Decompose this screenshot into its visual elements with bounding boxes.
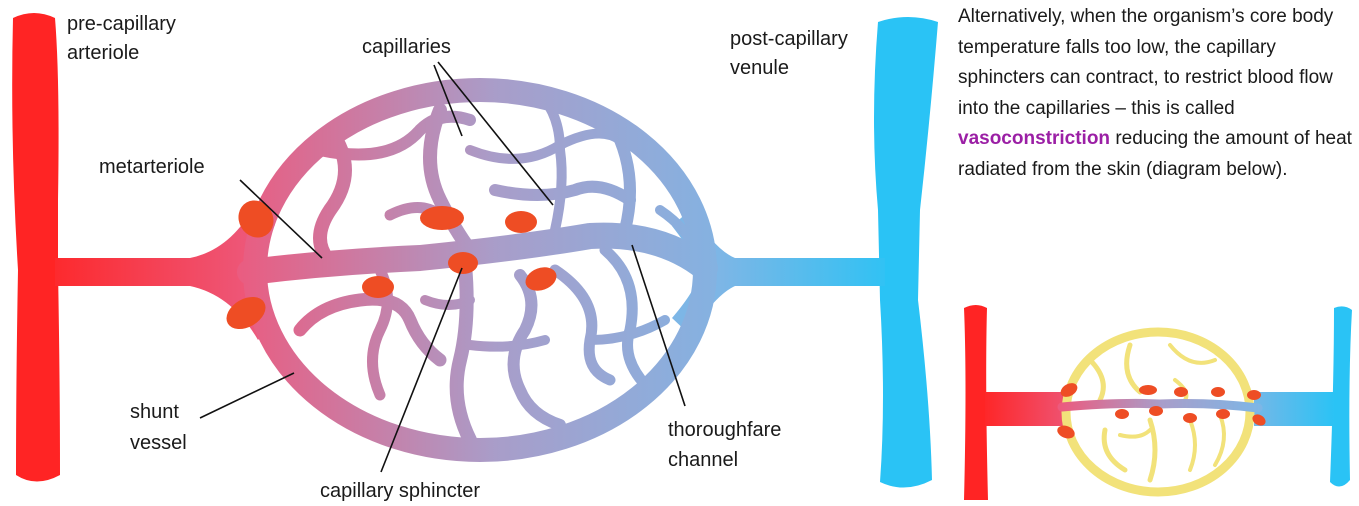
mini-capillary-8 [1120,430,1150,437]
mini-arteriole [964,305,988,500]
main-diagram: pre-capillary arteriole post-capillary v… [12,13,938,502]
venule-feed [720,258,885,286]
mini-sphincter-9 [1183,413,1197,423]
arteriole-feed [55,258,205,286]
capillary-5 [470,134,620,159]
label-capillaries: capillaries [362,36,451,58]
label-thoroughfare-channel: thoroughfare channel [668,419,787,471]
mini-arteriole-feed [985,392,1065,426]
mini-sphincter-4 [1174,387,1188,397]
label-pre-capillary-arteriole: pre-capillary arteriole [67,13,182,64]
capillary-sphincter-4 [505,211,537,233]
mini-capillary-6 [1190,420,1195,470]
mini-sphincter-5 [1211,387,1225,397]
mini-sphincter-7 [1115,409,1129,419]
mini-sphincter-10 [1216,409,1230,419]
capillary-sphincter-6 [448,252,478,274]
mini-sphincter-3 [1139,385,1157,395]
capillary-sphincter-3 [420,206,464,230]
capillary-15 [555,270,610,380]
leader-shunt-vessel [200,373,294,418]
vasoconstriction-keyword: vasoconstriction [958,128,1110,149]
label-metarteriole: metarteriole [99,156,205,178]
capillary-network [250,90,705,450]
mini-capillary-7 [1215,415,1224,465]
mini-sphincter-6 [1247,390,1261,400]
capillary-11 [457,265,470,440]
label-post-capillary-venule: post-capillary venule [730,28,853,79]
mini-vasoconstriction-diagram [964,305,1352,500]
pre-capillary-arteriole-vessel [12,13,60,482]
post-capillary-venule-vessel [874,17,938,488]
label-shunt-vessel: shunt vessel [130,401,187,454]
label-capillary-sphincter: capillary sphincter [320,480,480,502]
mini-capillary-2 [1127,345,1140,392]
mini-sphincter-8 [1149,406,1163,416]
vasoconstriction-description: Alternatively, when the organism’s core … [958,2,1354,185]
capillary-16 [605,250,650,390]
description-text-before: Alternatively, when the organism’s core … [958,6,1333,119]
mini-venule-feed [1254,392,1334,426]
capillary-sphincter-5 [362,276,394,298]
mini-sphincters [1055,380,1267,440]
mini-capillary-1 [1090,360,1103,400]
capillary-14 [470,340,545,347]
